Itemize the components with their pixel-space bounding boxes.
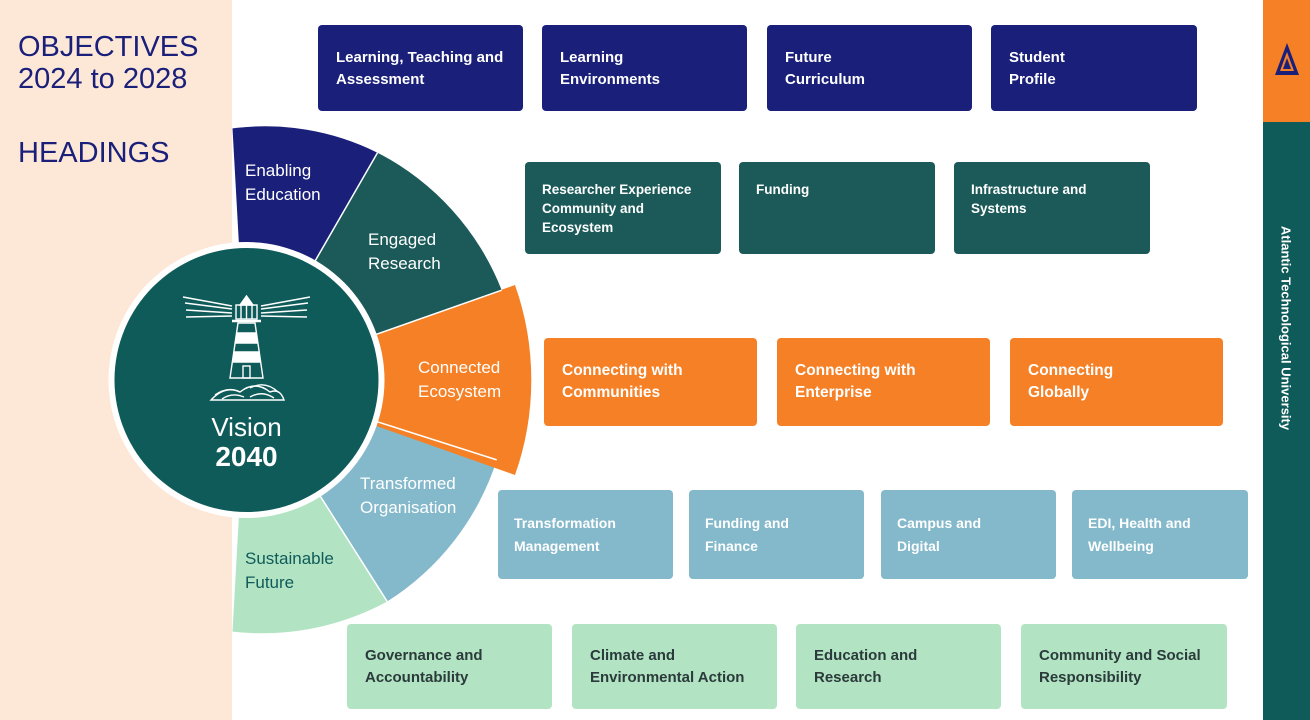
objective-campus-digital: Campus and Digital: [881, 490, 1056, 579]
vision-year: 2040: [215, 441, 277, 472]
objective-community-social-responsibility: Community and Social Responsibility: [1021, 624, 1227, 709]
vision-wheel: Enabling Education Engaged Research Conn…: [108, 126, 532, 634]
university-name: Atlantic Technological University: [1278, 225, 1294, 431]
objective-infrastructure-systems: Infrastructure and Systems: [954, 162, 1150, 254]
objective-connecting-globally: Connecting Globally: [1010, 338, 1223, 426]
objective-connecting-communities: Connecting with Communities: [544, 338, 757, 426]
objective-student-profile: Student Profile: [991, 25, 1197, 111]
objective-funding-finance: Funding and Finance: [689, 490, 864, 579]
segment-label-sustainable-1: Sustainable: [245, 549, 334, 568]
segment-label-connected-2: Ecosystem: [418, 382, 501, 401]
slide-heading-headings: HEADINGS: [18, 137, 170, 169]
objective-research-funding: Funding: [739, 162, 935, 254]
vision-label: Vision: [211, 412, 281, 442]
slide-heading-years: 2024 to 2028: [18, 63, 188, 95]
objective-learning-environments: Learning Environments: [542, 25, 747, 111]
objective-learning-teaching-assessment: Learning, Teaching and Assessment: [318, 25, 523, 111]
lighthouse-icon: [182, 294, 311, 401]
segment-label-transformed-1: Transformed: [360, 474, 456, 493]
objective-edi-health-wellbeing: EDI, Health and Wellbeing: [1072, 490, 1248, 579]
objective-governance-accountability: Governance and Accountability: [347, 624, 552, 709]
slide-heading-objectives: OBJECTIVES: [18, 31, 199, 63]
segment-label-connected-1: Connected: [418, 358, 500, 377]
segment-label-engaged-1: Engaged: [368, 230, 436, 249]
segment-label-sustainable-2: Future: [245, 573, 294, 592]
objective-researcher-experience: Researcher Experience Community and Ecos…: [525, 162, 721, 254]
objective-future-curriculum: Future Curriculum: [767, 25, 972, 111]
segment-label-enabling-2: Education: [245, 185, 321, 204]
objective-connecting-enterprise: Connecting with Enterprise: [777, 338, 990, 426]
objective-education-research: Education and Research: [796, 624, 1001, 709]
atu-logo-icon: [1275, 43, 1299, 75]
objective-climate-environmental-action: Climate and Environmental Action: [572, 624, 777, 709]
segment-connected-ecosystem: [246, 285, 532, 475]
objective-transformation-management: Transformation Management: [498, 490, 673, 579]
segment-label-enabling-1: Enabling: [245, 161, 311, 180]
segment-label-engaged-2: Research: [368, 254, 441, 273]
segment-label-transformed-2: Organisation: [360, 498, 456, 517]
logo-box: [1263, 0, 1310, 122]
vision-circle: [114, 248, 379, 512]
